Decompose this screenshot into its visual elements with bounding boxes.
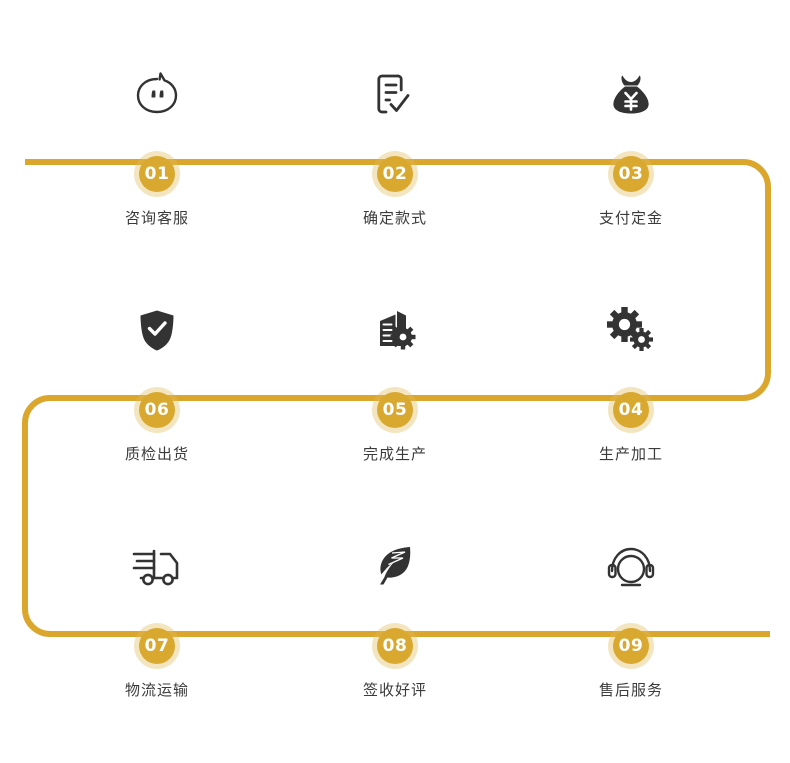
shield-check-icon (77, 291, 237, 369)
checklist-document-icon (315, 55, 475, 133)
step-number: 08 (377, 628, 413, 664)
speech-bubble-icon (77, 55, 237, 133)
step-label: 签收好评 (362, 681, 427, 699)
step-number: 09 (613, 628, 649, 664)
step-badge-09: 09 (608, 623, 654, 669)
step-number: 05 (377, 392, 413, 428)
feather-quill-icon (315, 527, 475, 605)
headset-icon (551, 527, 711, 605)
step-badge-05: 05 (372, 387, 418, 433)
factory-gear-icon (315, 291, 475, 369)
step-label: 咨询客服 (124, 209, 189, 227)
step-badge-03: 03 (608, 151, 654, 197)
gears-icon (551, 291, 711, 369)
step-label: 质检出货 (124, 445, 189, 463)
step-number: 06 (139, 392, 175, 428)
delivery-truck-icon (77, 527, 237, 605)
step-badge-08: 08 (372, 623, 418, 669)
step-number: 07 (139, 628, 175, 664)
money-bag-yen-icon (551, 55, 711, 133)
step-badge-02: 02 (372, 151, 418, 197)
step-label: 售后服务 (598, 681, 663, 699)
step-label: 完成生产 (362, 445, 427, 463)
step-label: 物流运输 (124, 681, 189, 699)
step-number: 02 (377, 156, 413, 192)
step-number: 04 (613, 392, 649, 428)
step-badge-07: 07 (134, 623, 180, 669)
step-label: 支付定金 (598, 209, 663, 227)
step-badge-04: 04 (608, 387, 654, 433)
step-badge-01: 01 (134, 151, 180, 197)
step-label: 生产加工 (598, 445, 663, 463)
step-number: 03 (613, 156, 649, 192)
step-number: 01 (139, 156, 175, 192)
step-label: 确定款式 (362, 209, 427, 227)
step-badge-06: 06 (134, 387, 180, 433)
